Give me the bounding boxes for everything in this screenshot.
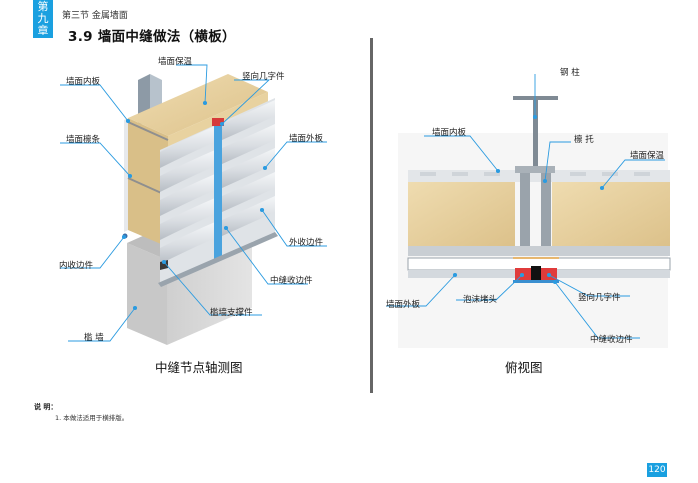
chapter-tab-char: 第 bbox=[37, 0, 49, 13]
vertical-channel-top bbox=[212, 118, 224, 126]
label-inner-panel: 墙面内板 bbox=[66, 77, 101, 87]
label-outer-panel: 墙面外板 bbox=[289, 134, 324, 144]
label-inner-panel-plan: 墙面内板 bbox=[432, 128, 467, 138]
chapter-tab-char: 章 bbox=[37, 24, 49, 37]
label-vertical-channel-plan: 竖向几字件 bbox=[578, 293, 621, 303]
label-middle-trim-plan: 中缝收边件 bbox=[590, 335, 633, 345]
chapter-tab-char: 九 bbox=[37, 12, 49, 25]
insulation-shape bbox=[128, 118, 168, 247]
note-item: 1. 本做法适用于横排版。 bbox=[55, 414, 129, 422]
label-outer-trim: 外收边件 bbox=[289, 238, 324, 248]
label-steel-column: 钢 柱 bbox=[560, 68, 580, 78]
parapet-wall-shape bbox=[127, 243, 167, 345]
label-inner-trim: 内收边件 bbox=[59, 261, 94, 271]
middle-trim-shape bbox=[513, 280, 559, 283]
purlin-bracket-shape bbox=[515, 166, 555, 173]
foam-plug-shape bbox=[531, 266, 541, 282]
plan-view-drawing bbox=[386, 74, 671, 348]
label-purlin-bracket: 檩 托 bbox=[574, 135, 594, 145]
axonometric-drawing bbox=[60, 64, 327, 345]
section-heading: 第三节 金属墙面 bbox=[62, 11, 128, 21]
label-foam-plug: 泡沫堵头 bbox=[463, 295, 498, 305]
middle-trim-shape bbox=[214, 122, 222, 260]
outer-panel-shape bbox=[160, 98, 275, 283]
caption-axonometric: 中缝节点轴测图 bbox=[155, 360, 243, 375]
label-outer-panel-plan: 墙面外板 bbox=[386, 300, 421, 310]
label-vertical-channel: 竖向几字件 bbox=[242, 72, 285, 82]
page-number: 120 bbox=[647, 463, 667, 477]
label-parapet: 槛 墙 bbox=[84, 333, 104, 343]
vertical-divider bbox=[370, 38, 373, 393]
insulation-shape bbox=[408, 182, 515, 246]
label-insulation: 墙面保温 bbox=[158, 57, 193, 67]
chapter-tab: 第 九 章 bbox=[33, 0, 53, 38]
label-purlin: 墙面檩条 bbox=[66, 135, 101, 145]
label-middle-trim: 中缝收边件 bbox=[270, 276, 313, 286]
label-insulation-plan: 墙面保温 bbox=[630, 151, 665, 161]
page-title: 3.9 墙面中缝做法（横板） bbox=[68, 29, 236, 45]
caption-plan-view: 俯视图 bbox=[505, 360, 543, 375]
label-parapet-support: 槛墙支撑件 bbox=[210, 308, 253, 318]
notes-heading: 说 明： bbox=[34, 403, 58, 411]
